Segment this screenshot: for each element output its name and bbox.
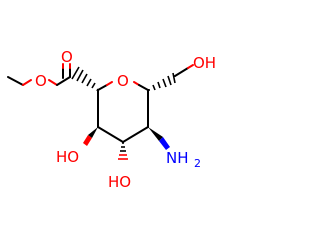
bond-ester-o-carbonyl-red	[48, 79, 58, 86]
carbonyl-oxygen-label: O	[61, 48, 73, 66]
bond-ch2-oh	[174, 67, 189, 77]
bond-c1-ring-o	[97, 84, 108, 91]
hash-wedge-c1-carbonyl	[71, 66, 99, 92]
molecule-canvas: O O O OH HO HO NH 2	[7, 48, 216, 191]
wedge-c4-nh2-blue	[159, 137, 170, 150]
molecule-structure: O O O OH HO HO NH 2	[7, 48, 216, 191]
wedge-c2-oh	[88, 127, 98, 138]
bond-c3-c4	[122, 126, 149, 143]
wedge-c4-nh2	[148, 127, 163, 141]
hash-wedge-c5-ch2	[148, 72, 176, 91]
hydroxyl-left-label: HO	[56, 148, 79, 166]
amino-subscript: 2	[194, 157, 201, 170]
bond-methyl-ester-o-red	[22, 79, 32, 86]
bond-ch2-oh-red	[187, 64, 194, 69]
bond-ring-o-c5	[138, 84, 149, 91]
bond-c1-ring-o-red	[106, 81, 113, 86]
hash-wedge-c3-oh	[118, 142, 128, 160]
hydroxyl-top-label: OH	[193, 54, 216, 72]
wedge-c2-oh-red	[83, 135, 92, 146]
amino-label: NH	[166, 149, 189, 167]
hydroxyl-bottom-label: HO	[108, 173, 131, 191]
ester-oxygen-label: O	[35, 72, 47, 90]
bond-c2-c3	[97, 126, 124, 143]
bond-ester-o-carbonyl	[56, 76, 71, 86]
bond-methyl-ester-o	[7, 76, 24, 86]
ring-oxygen-label: O	[117, 72, 129, 90]
